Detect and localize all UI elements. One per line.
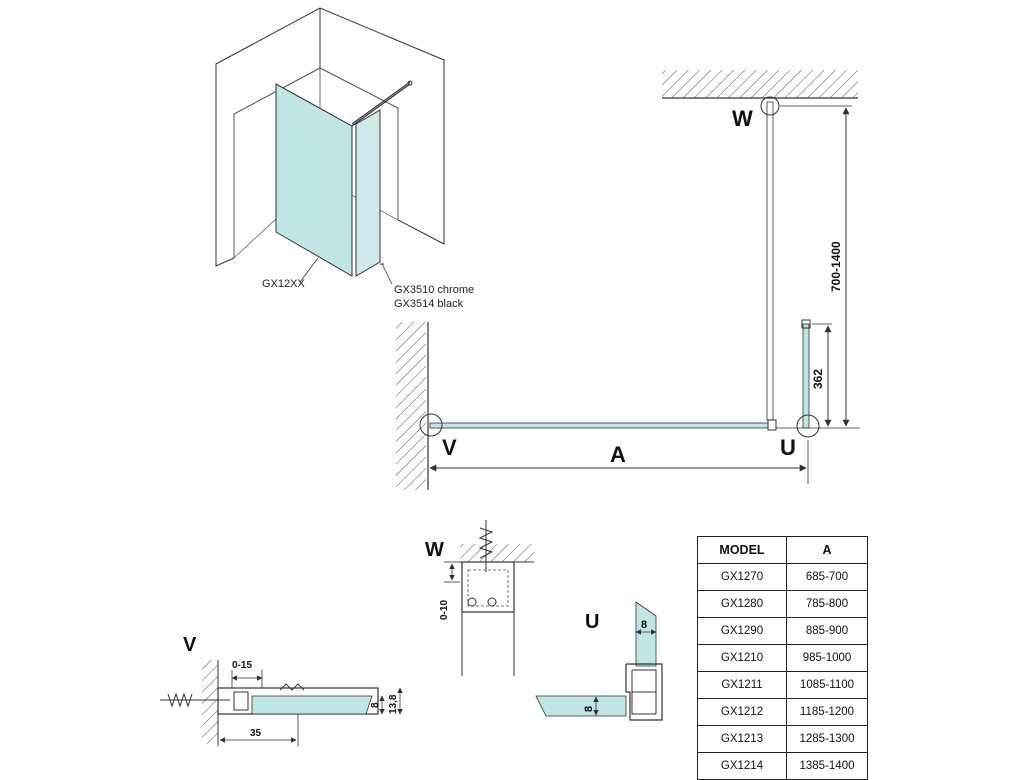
table-cell-a: 1385-1400 — [786, 752, 868, 780]
detail-u-glass-vertical — [635, 601, 657, 667]
detail-v-range-label: 0-15 — [232, 660, 252, 671]
plan-view: W V U A 700-1400 362 — [396, 70, 860, 490]
detail-v-title: V — [183, 634, 197, 656]
profile-black-label: GX3514 black — [394, 298, 464, 310]
glass-panel-iso — [275, 83, 353, 277]
detail-v: V 0-15 35 8 13,8 — [160, 634, 403, 746]
table-cell-a: 1185-1200 — [786, 698, 868, 726]
dimension-height-label: 700-1400 — [829, 241, 843, 292]
detail-circle-w — [760, 96, 780, 116]
table-cell-a: 685-700 — [786, 563, 868, 591]
point-w-label: W — [732, 106, 753, 131]
table-cell-model: GX1280 — [697, 590, 787, 618]
detail-circle-u — [796, 414, 820, 438]
table-cell-model: GX1213 — [697, 725, 787, 753]
detail-u-glass-v-label: 8 — [641, 619, 647, 631]
detail-u-glass-h-label: 8 — [583, 706, 595, 712]
table-cell-a: 1285-1300 — [786, 725, 868, 753]
point-v-label: V — [442, 435, 457, 460]
table-header-row: MODEL A — [697, 536, 868, 564]
point-u-label: U — [780, 435, 796, 460]
profile-chrome-label: GX3510 chrome — [394, 284, 474, 296]
detail-w: W 0-10 — [425, 520, 534, 676]
detail-u: U 8 8 — [535, 601, 663, 721]
detail-circle-v — [419, 413, 443, 437]
dimension-offset-label: 362 — [811, 369, 825, 389]
table-cell-model: GX1211 — [697, 671, 787, 699]
column-header-a: A — [786, 536, 868, 564]
table-cell-a: 885-900 — [786, 617, 868, 645]
detail-w-gap-label: 0-10 — [439, 600, 450, 620]
column-header-model: MODEL — [697, 536, 787, 564]
table-cell-model: GX1212 — [697, 698, 787, 726]
table-cell-model: GX1210 — [697, 644, 787, 672]
detail-v-glass-label: 8 — [370, 702, 381, 708]
glass-panel-plan — [429, 422, 769, 429]
table-cell-a: 1085-1100 — [786, 671, 868, 699]
glass-part-label: GX12XX — [262, 278, 305, 290]
table-cell-a: 785-800 — [786, 590, 868, 618]
detail-v-glass — [251, 695, 373, 715]
table-cell-model: GX1270 — [697, 563, 787, 591]
detail-u-title: U — [585, 611, 599, 633]
table-cell-model: GX1290 — [697, 617, 787, 645]
table-cell-a: 985-1000 — [786, 644, 868, 672]
detail-w-title: W — [425, 539, 444, 561]
detail-u-glass-horizontal — [535, 695, 627, 717]
isometric-view: GX12XX GX3510 chrome GX3514 black — [215, 7, 474, 310]
table-cell-model: GX1214 — [697, 752, 787, 780]
detail-v-height-label: 13,8 — [388, 694, 399, 714]
dimension-a-label: A — [610, 442, 626, 467]
detail-v-length-label: 35 — [250, 728, 262, 739]
